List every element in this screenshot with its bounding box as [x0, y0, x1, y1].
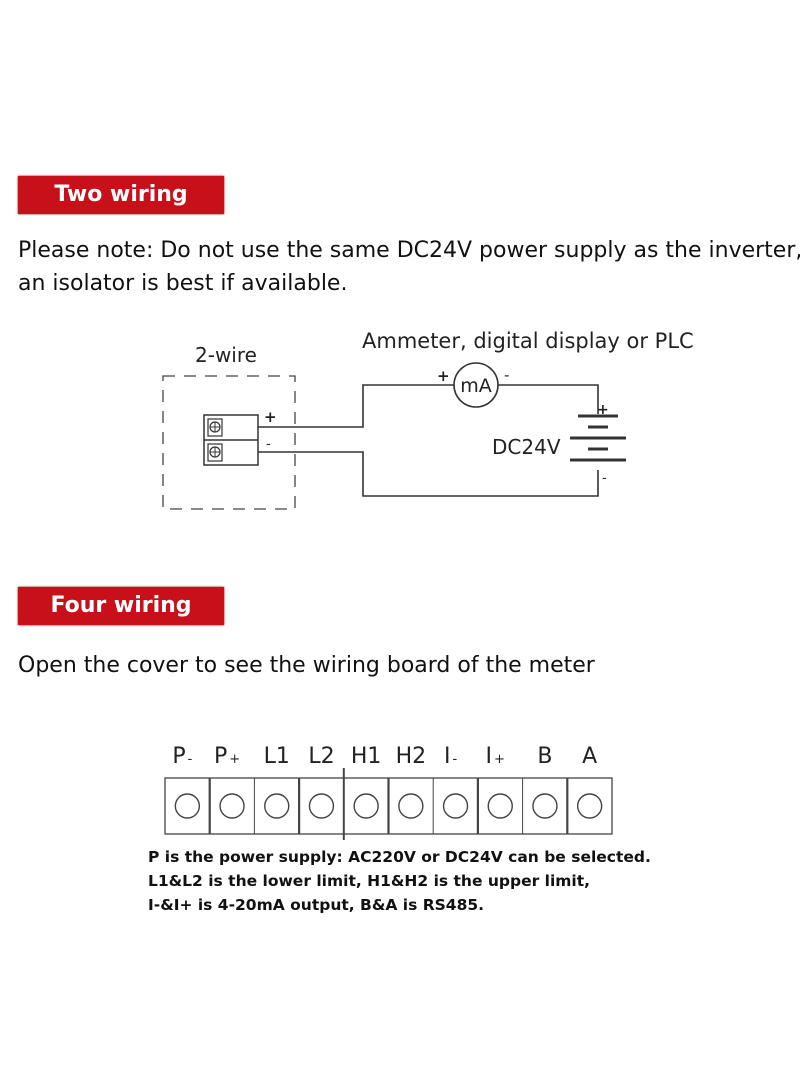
- terminal-block: [203, 414, 259, 466]
- terminal-screw-icon: [264, 793, 290, 819]
- terminal-screw-icon: [576, 793, 603, 819]
- terminal-minus-label: -: [266, 437, 271, 452]
- terminal-label-pminus: P-: [172, 744, 192, 769]
- terminal-screw-icon: [442, 793, 469, 819]
- supply-minus-label: -: [602, 471, 607, 486]
- wire-minus: [258, 451, 599, 497]
- terminal-label-pplus: P+: [214, 744, 240, 769]
- terminal-label-h1: H1: [351, 744, 382, 769]
- two-wire-diagram: 2-wire + - Ammeter, digital display or P…: [162, 329, 694, 510]
- two-wiring-note-line2: an isolator is best if available.: [18, 271, 348, 296]
- terminal-label-iplus: I+: [486, 744, 505, 769]
- terminal-label-l2: L2: [308, 744, 334, 769]
- two-wire-label: 2-wire: [195, 343, 257, 367]
- supply-plus-label: +: [597, 402, 609, 418]
- four-wiring-note: Open the cover to see the wiring board o…: [18, 653, 595, 678]
- terminal-plus-label: +: [264, 408, 277, 426]
- two-wiring-note-line1: Please note: Do not use the same DC24V p…: [18, 238, 800, 263]
- ammeter-symbol: mA: [460, 375, 492, 397]
- terminal-label-h2: H2: [396, 744, 427, 769]
- terminal-label-a: A: [582, 744, 597, 769]
- supply-label: DC24V: [492, 435, 561, 459]
- desc-line3: I-&I+ is 4-20mA output, B&A is RS485.: [148, 896, 485, 914]
- terminal-screw-icon: [487, 793, 513, 819]
- two-wiring-header: Two wiring: [18, 176, 224, 214]
- ammeter-minus-label: -: [504, 366, 509, 384]
- terminal-screw-icon: [219, 793, 245, 819]
- terminal-screw-icon: [174, 793, 201, 819]
- terminal-label-b: B: [537, 744, 552, 769]
- device-dashed-box: [162, 375, 296, 510]
- four-wiring-header: Four wiring: [18, 587, 224, 625]
- ammeter-icon: [453, 362, 499, 408]
- ammeter-label: Ammeter, digital display or PLC: [362, 329, 694, 353]
- terminal-screw-icon: [398, 793, 424, 819]
- wire-plus: [258, 384, 454, 428]
- desc-line1: P is the power supply: AC220V or DC24V c…: [148, 848, 651, 866]
- ammeter-plus-label: +: [437, 367, 450, 385]
- terminal-board: P- P+ L1 L2 H1 H2 I- I+ B A: [164, 744, 613, 840]
- desc-line2: L1&L2 is the lower limit, H1&H2 is the u…: [148, 872, 591, 890]
- battery-icon: [570, 414, 626, 462]
- terminal-screw-icon: [308, 793, 335, 819]
- terminal-label-iminus: I-: [444, 744, 458, 769]
- terminal-screw-icon: [353, 793, 379, 819]
- wire-ammeter-to-supply: [498, 384, 599, 414]
- terminal-description: P is the power supply: AC220V or DC24V c…: [148, 845, 651, 917]
- terminal-screw-icon: [532, 793, 558, 819]
- terminal-label-l1: L1: [264, 744, 290, 769]
